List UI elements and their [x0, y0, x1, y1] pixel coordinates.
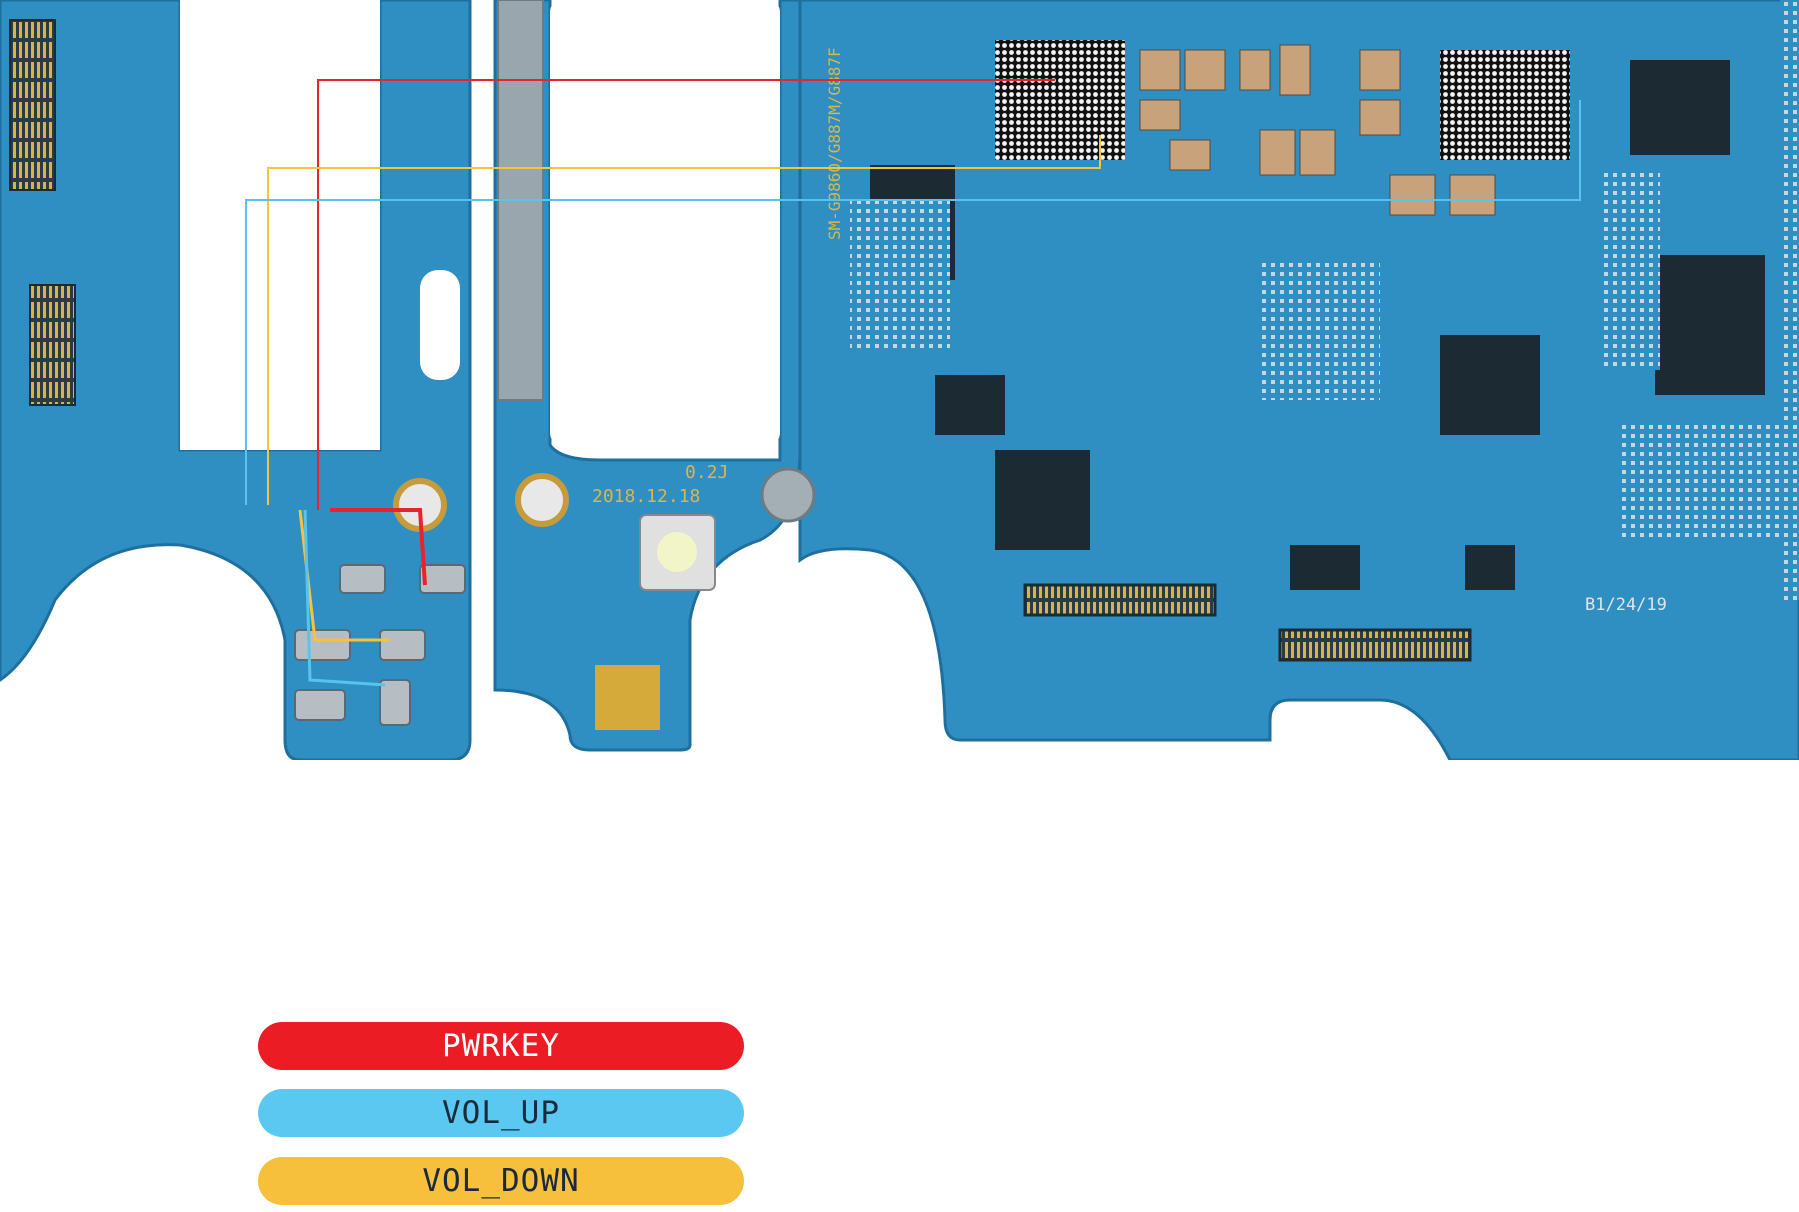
silk-date: 2018.12.18: [592, 486, 700, 507]
legend-vol-up: VOL_UP: [258, 1089, 744, 1137]
bga-chip-left: [995, 40, 1125, 160]
silk-version: 0.2J: [685, 462, 728, 483]
bga-chip-right: [1440, 50, 1570, 160]
legend-pwrkey: PWRKEY: [258, 1022, 744, 1070]
qr-code: [595, 665, 660, 730]
legend-vol-down-label: VOL_DOWN: [422, 1163, 580, 1199]
trace-vol-up: [245, 100, 1581, 505]
board-connector-2: [1278, 628, 1472, 662]
trace-vol-down: [267, 135, 1101, 505]
trace-pwrkey-local: [330, 508, 427, 586]
pcb-board-diagram: SM-G9860/G887M/G887F 0.2J 2018.12.18 B1/…: [0, 0, 1799, 760]
silk-model: SM-G9860/G887M/G887F: [825, 47, 844, 240]
legend-vol-down: VOL_DOWN: [258, 1157, 744, 1205]
pcb-middle-section: [493, 0, 802, 752]
trace-pwrkey: [317, 79, 1055, 510]
silk-mark: B1/24/19: [1585, 595, 1667, 615]
mount-hole-middle: [515, 473, 569, 527]
legend-pwrkey-label: PWRKEY: [442, 1028, 560, 1064]
board-connector-1: [1023, 583, 1217, 617]
legend-vol-up-label: VOL_UP: [442, 1095, 560, 1131]
trace-vol-up-local: [303, 509, 386, 687]
